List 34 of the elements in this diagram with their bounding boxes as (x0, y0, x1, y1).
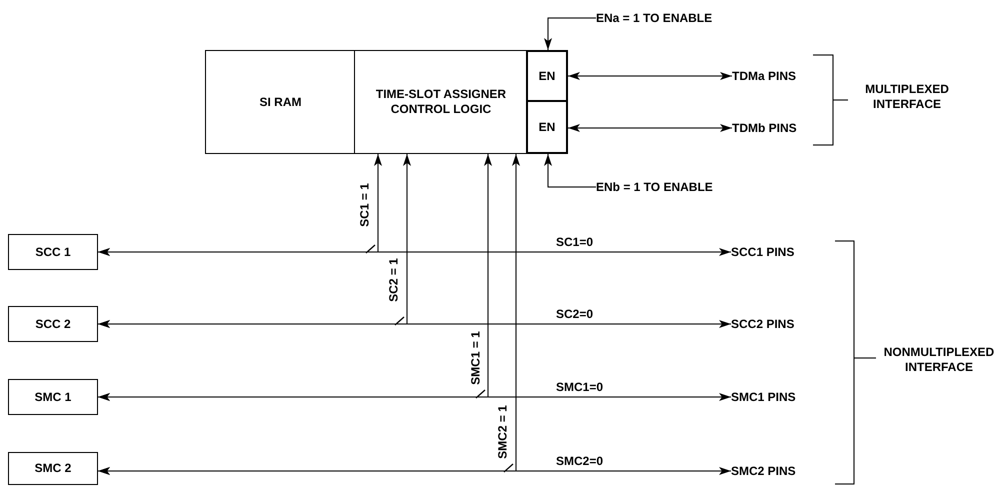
arrow (98, 154, 520, 475)
pin-label: TDMb PINS (732, 119, 832, 137)
pin-label: SMC1 PINS (731, 388, 831, 406)
pin-label: SCC1 PINS (731, 243, 831, 261)
pin-label: TDMa PINS (732, 67, 832, 85)
enable-note: ENb = 1 TO ENABLE (596, 178, 766, 196)
pin-label: SCC2 PINS (731, 315, 831, 333)
logic-block: TIME-SLOT ASSIGNER CONTROL LOGIC (354, 50, 528, 154)
edge-label: SC1=0 (555, 236, 594, 250)
controller-box: SMC 1 (8, 379, 98, 415)
edge-label: SMC1 = 1 (469, 330, 483, 386)
controller-box: SCC 2 (8, 306, 98, 342)
enable-cell: EN (526, 50, 568, 102)
memory-block: SI RAM (205, 50, 356, 154)
interface-label: MULTIPLEXED INTERFACE (864, 82, 950, 112)
pin-label: SMC2 PINS (731, 462, 831, 480)
controller-box: SCC 1 (8, 234, 98, 270)
edge-label: SMC2 = 1 (496, 404, 510, 460)
interface-label: NONMULTIPLEXED INTERFACE (882, 345, 996, 375)
arrow (98, 154, 411, 328)
leader-arrow (544, 154, 596, 188)
arrow (568, 72, 732, 80)
arrow (98, 154, 382, 256)
edge-label: SMC2=0 (555, 455, 604, 468)
edge-label: SC2=0 (555, 308, 594, 322)
edge-label: SC2 = 1 (387, 257, 401, 303)
controller-box: SMC 2 (8, 452, 98, 485)
arrow (98, 154, 492, 401)
enable-note: ENa = 1 TO ENABLE (596, 9, 766, 27)
leader-arrow (544, 18, 596, 50)
edge-label: SMC1=0 (555, 381, 604, 394)
arrow (568, 124, 732, 132)
enable-cell: EN (526, 100, 568, 154)
edge-label: SC1 = 1 (358, 182, 372, 228)
